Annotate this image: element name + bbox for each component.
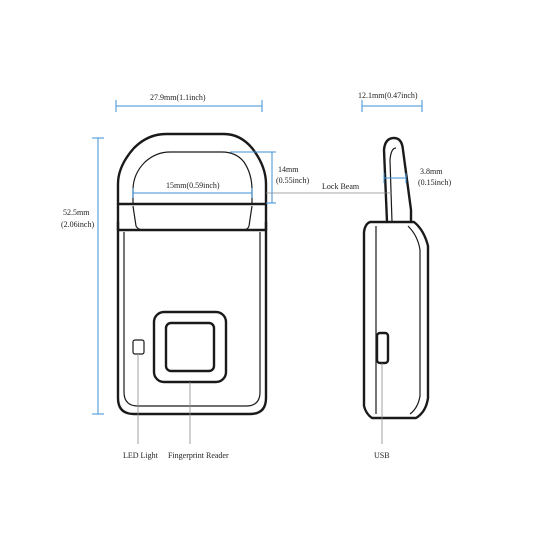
shackle-height-label-in: (0.55inch) [276,176,309,185]
front-shackle-inner [132,151,253,205]
led-light-label: LED Light [123,451,159,460]
beam-width-label-mm: 3.8mm [420,167,443,176]
dimension-lines [92,100,423,415]
callout-labels: Lock Beam LED Light Fingerprint Reader U… [123,182,390,460]
shackle-height-label-mm: 14mm [278,165,299,174]
front-body-top [116,202,268,232]
front-shackle-outer [116,132,268,206]
side-lock-beam [382,136,413,224]
shackle-width-label: 15mm(0.59inch) [166,181,220,190]
side-body [362,220,430,420]
side-view [362,136,430,420]
thickness-label: 12.1mm(0.47inch) [358,91,418,100]
side-body-inner [375,225,421,415]
led-light-icon [132,339,145,355]
front-body-inner [123,232,261,407]
side-lock-beam-inner [389,147,397,223]
usb-label: USB [374,451,390,460]
fingerprint-reader-label: Fingerprint Reader [168,451,229,460]
front-body-top-inner [132,205,253,231]
dimension-labels: 27.9mm(1.1inch) 52.5mm (2.06inch) 14mm (… [61,91,451,229]
fingerprint-reader-inner [164,321,216,373]
lock-beam-label: Lock Beam [322,182,360,191]
width-label: 27.9mm(1.1inch) [150,93,206,102]
usb-port-icon [375,331,390,365]
leader-lines [137,192,392,444]
height-label-mm: 52.5mm [63,208,90,217]
beam-width-label-in: (0.15inch) [418,178,451,187]
front-view [116,132,268,416]
height-label-in: (2.06inch) [61,220,94,229]
front-body [116,220,268,416]
